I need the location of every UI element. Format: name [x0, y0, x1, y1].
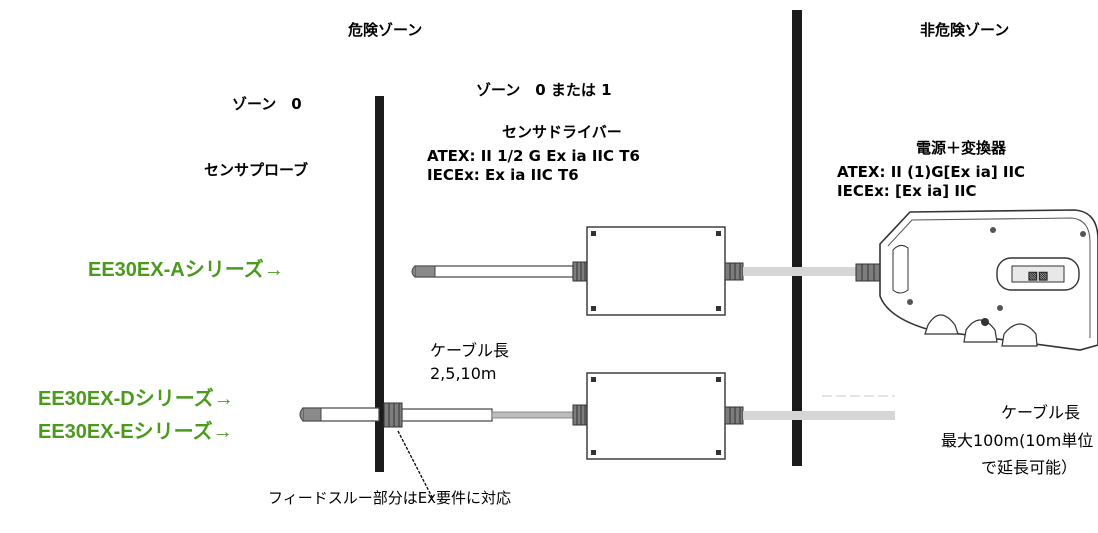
- probe-cable-de: [401, 408, 493, 422]
- cable-length-right-line1: 最大100m(10m単位: [941, 431, 1094, 450]
- hazardous-zone-label: 危険ゾーン: [348, 21, 423, 39]
- power-converter-atex: ATEX: II (1)G[Ex ia] IIC: [837, 163, 1026, 181]
- cable-length-left-value: 2,5,10m: [430, 364, 497, 383]
- cable-de-sheath: [491, 411, 575, 419]
- driver-de-input-connector: [572, 404, 588, 426]
- series-d-label: EE30EX-Dシリーズ→: [38, 388, 234, 410]
- zone0-label: ゾーン 0: [232, 95, 302, 113]
- series-a-label: EE30EX-Aシリーズ→: [88, 259, 284, 281]
- sensor-driver-box-a: [586, 226, 726, 316]
- field-cable-de: [743, 411, 895, 420]
- feedthrough-leader-line: [397, 430, 433, 498]
- sensor-driver-title: センサドライバー: [502, 123, 622, 141]
- series-de-probe: [299, 407, 380, 422]
- power-converter-title: 電源＋変換器: [916, 139, 1007, 157]
- cable-length-left-title: ケーブル長: [430, 341, 510, 360]
- zone0-or-1-label: ゾーン 0 または 1: [476, 81, 612, 99]
- sensor-probe-label: センサプローブ: [204, 161, 309, 179]
- sensor-driver-box-de: [586, 372, 726, 460]
- driver-de-output-gland: [724, 406, 744, 425]
- field-cable-a: [743, 267, 858, 276]
- feedthrough-fitting: [383, 402, 403, 428]
- non-hazardous-zone-label: 非危険ゾーン: [920, 21, 1010, 39]
- series-a-probe-connector: [572, 261, 588, 282]
- power-converter-input-gland: [855, 263, 881, 282]
- sensor-driver-atex: ATEX: II 1/2 G Ex ia IIC T6: [427, 147, 640, 165]
- power-converter-housing: ▧▧: [879, 209, 1098, 351]
- power-converter-iecex: IECEx: [Ex ia] IIC: [837, 182, 977, 200]
- sensor-driver-iecex: IECEx: Ex ia IIC T6: [427, 166, 579, 184]
- svg-text:▧▧: ▧▧: [1028, 270, 1049, 282]
- series-a-probe: [411, 265, 574, 278]
- cable-length-right-title: ケーブル長: [1001, 403, 1081, 422]
- driver-a-output-gland: [724, 262, 744, 281]
- hazardous-boundary-barrier: [792, 10, 802, 466]
- cable-length-right-line2: で延長可能）: [981, 458, 1078, 477]
- series-e-label: EE30EX-Eシリーズ→: [38, 421, 233, 443]
- zone0-barrier: [375, 96, 384, 472]
- feedthrough-note: フィードスルー部分はEx要件に対応: [268, 489, 512, 507]
